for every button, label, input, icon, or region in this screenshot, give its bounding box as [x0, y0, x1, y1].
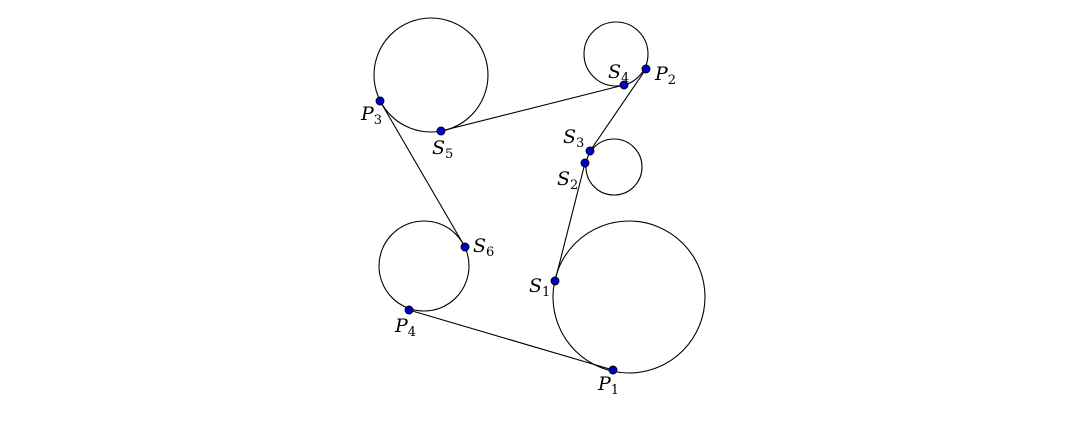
label-p2: P2: [654, 63, 676, 88]
label-s2: S2: [557, 168, 578, 193]
segment-p1-p4: [408, 309, 614, 371]
segment-s4-s5: [440, 84, 625, 132]
label-p1: P1: [597, 373, 619, 398]
point-s5: [436, 126, 446, 136]
segment-p3-s6: [379, 100, 466, 248]
label-p4: P4: [394, 315, 416, 340]
point-s6: [460, 242, 470, 252]
label-s4: S4: [608, 61, 629, 86]
segment-s3-p2: [589, 68, 647, 152]
point-p1: [608, 365, 618, 375]
point-p2: [641, 64, 651, 74]
circle-top-right-small: [583, 21, 649, 87]
label-s6: S6: [473, 235, 494, 260]
point-s1: [550, 276, 560, 286]
segment-s1-s2: [554, 162, 586, 282]
point-p4: [404, 305, 414, 315]
point-s4: [619, 80, 629, 90]
circle-middle-small: [585, 138, 643, 196]
point-p3: [375, 96, 385, 106]
label-s5: S5: [432, 137, 453, 162]
circle-bottom-left: [378, 220, 470, 312]
label-p3: P3: [360, 103, 382, 128]
circle-top-left: [373, 17, 489, 133]
point-s2: [580, 158, 590, 168]
label-s3: S3: [563, 126, 584, 151]
label-s1: S1: [529, 275, 550, 300]
circle-bottom-right-large: [552, 220, 706, 374]
point-s3: [585, 146, 595, 156]
